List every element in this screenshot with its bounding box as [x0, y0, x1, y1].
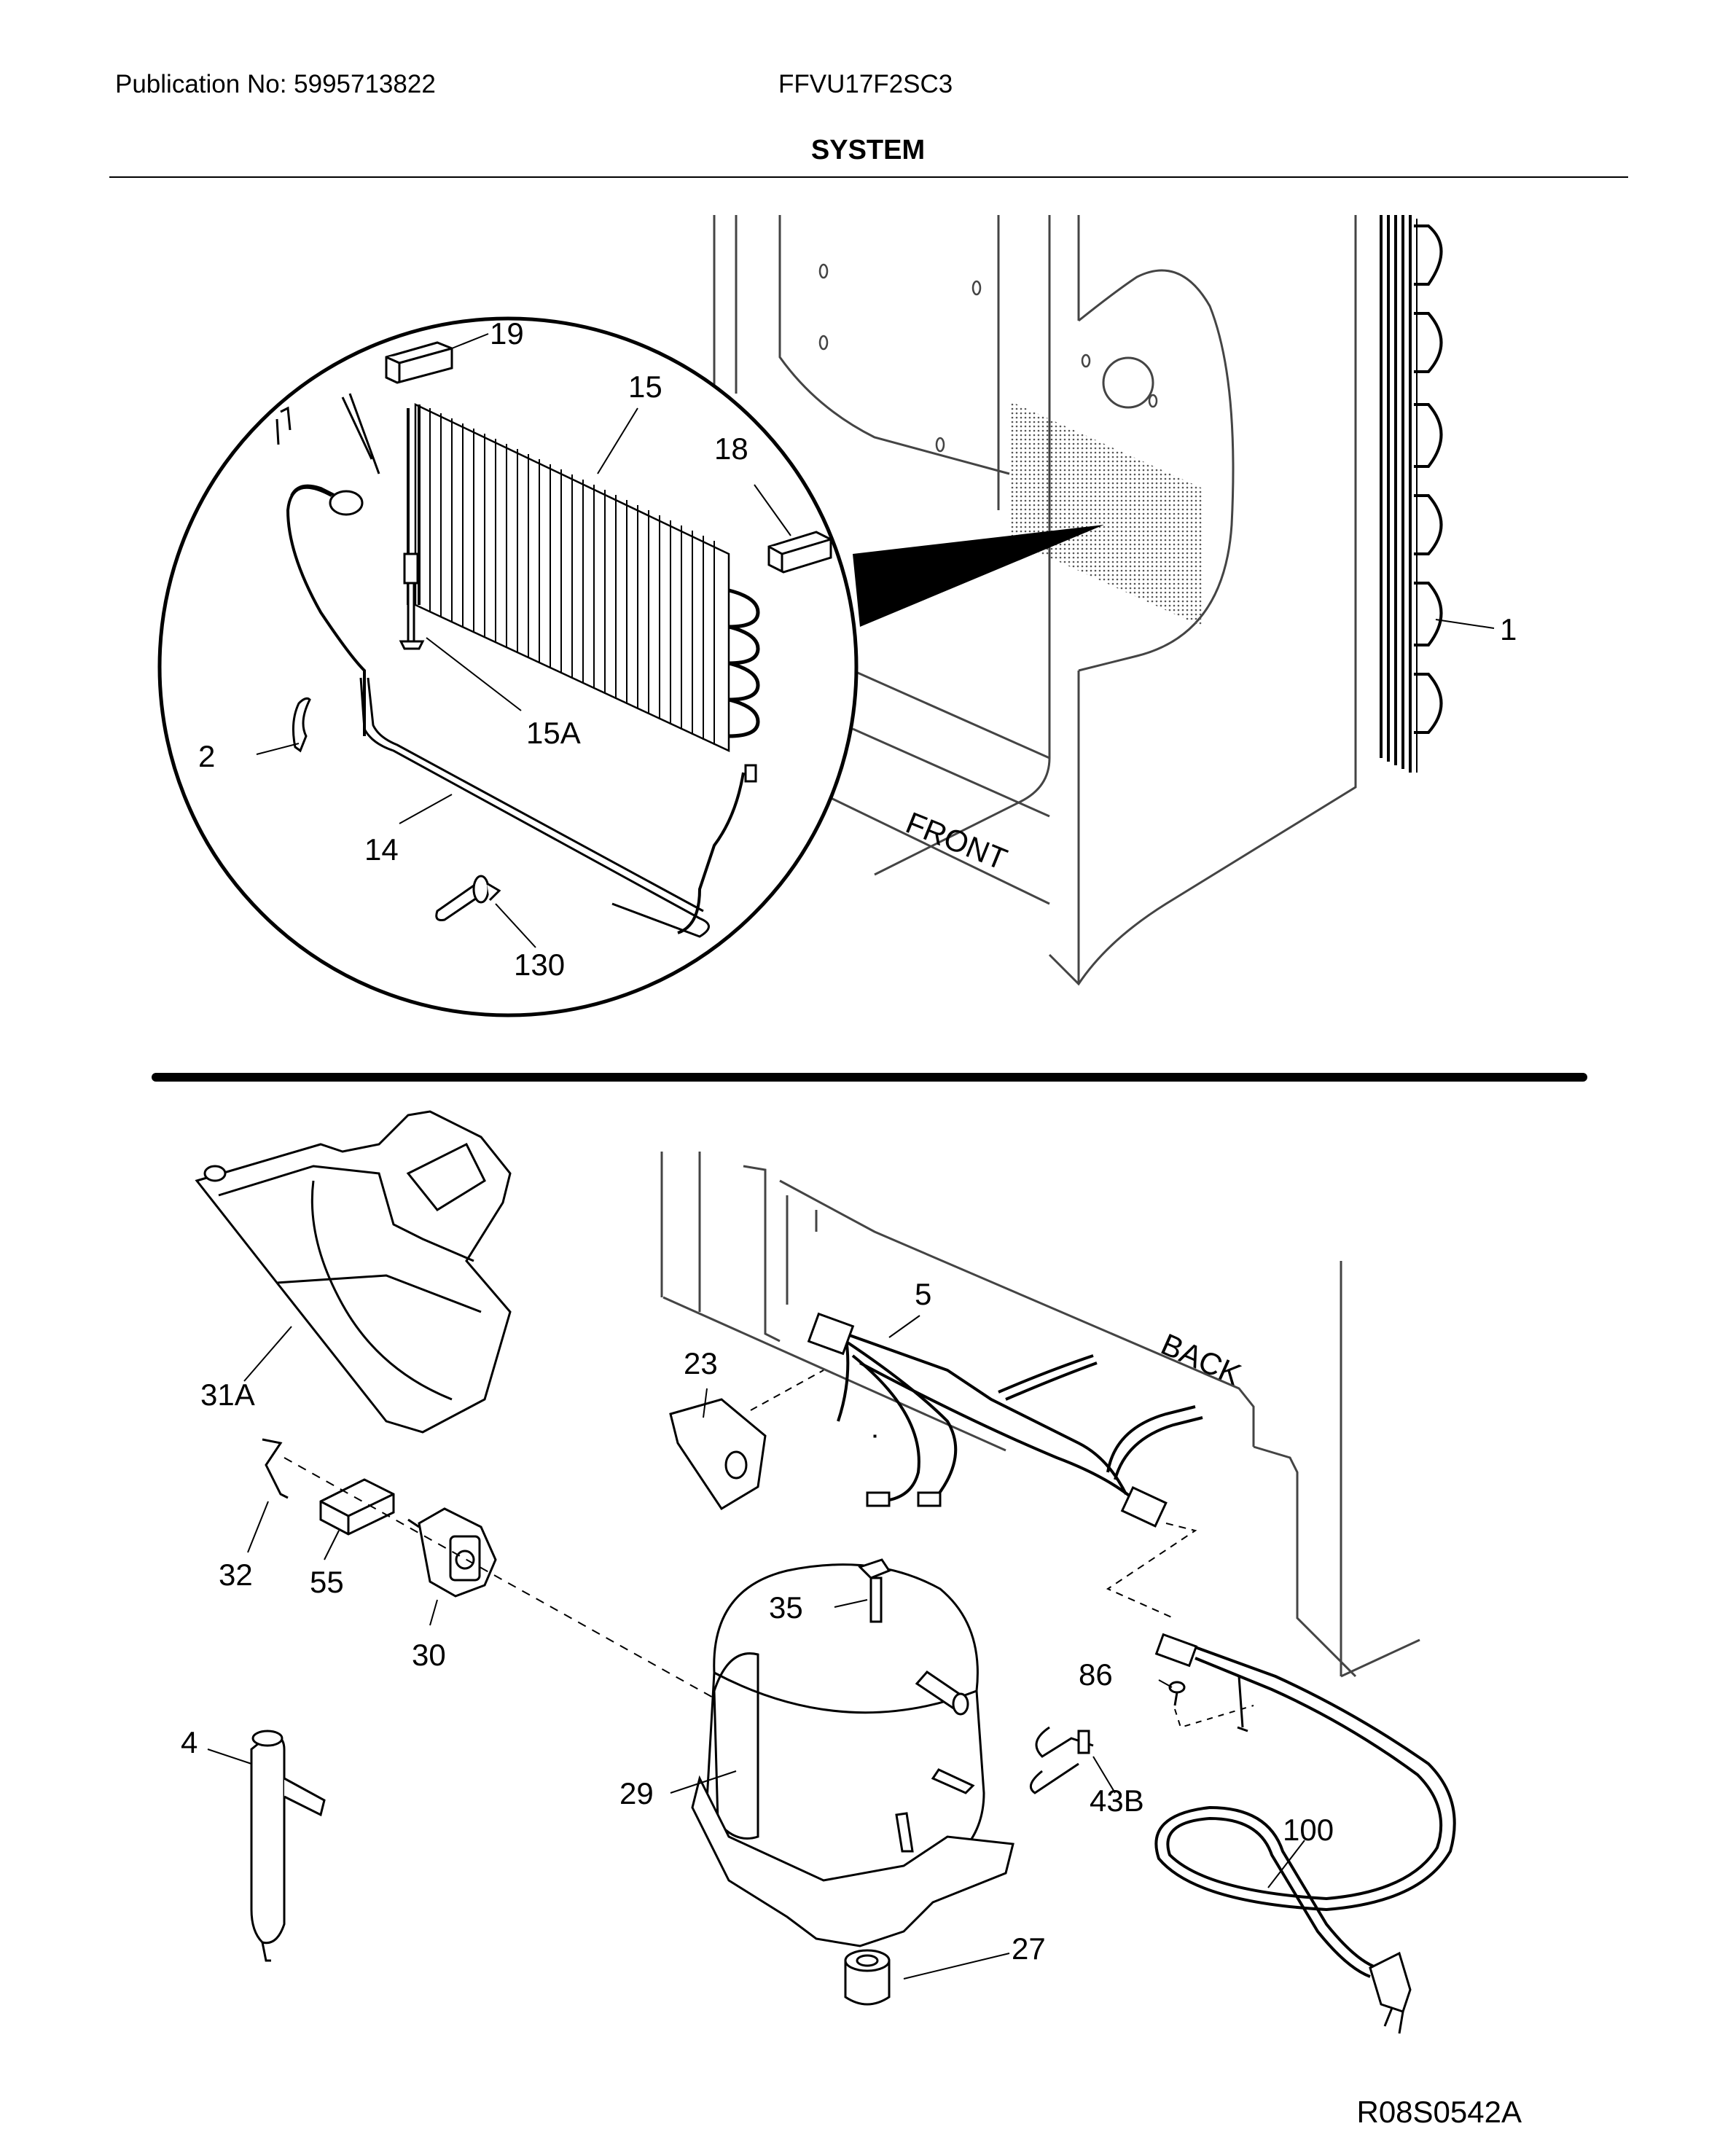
dashed-harness-link [1106, 1523, 1197, 1619]
callout-31a: 31A [200, 1378, 255, 1412]
compressor [691, 1434, 1014, 1947]
callout-55: 55 [310, 1565, 344, 1599]
callout-100: 100 [1283, 1813, 1334, 1847]
callout-4: 4 [181, 1725, 198, 1759]
dashed-leader-23 [750, 1369, 824, 1411]
detail-circle [157, 316, 859, 1017]
callout-1: 1 [1500, 612, 1517, 646]
callout-86: 86 [1079, 1657, 1113, 1692]
section-title: SYSTEM [810, 135, 926, 165]
bolt-35 [858, 1558, 891, 1623]
power-cord [1154, 1646, 1456, 1978]
callout-130: 130 [514, 947, 565, 982]
grommet-27 [844, 1949, 891, 2006]
condenser [1380, 215, 1443, 773]
leaders-bottom [207, 1315, 1305, 1980]
callout-32: 32 [219, 1558, 253, 1592]
clip-32 [262, 1438, 289, 1499]
callout-19: 19 [490, 316, 524, 351]
cord-connector [1154, 1633, 1198, 1668]
drawing-id: R08S0542A [1356, 2095, 1522, 2129]
callout-18: 18 [714, 431, 748, 466]
detail-pointer [853, 525, 1104, 627]
defrost-timer [669, 1398, 767, 1511]
callout-29: 29 [619, 1776, 654, 1810]
screw-86 [1168, 1681, 1186, 1706]
callout-14: 14 [364, 832, 399, 867]
cabinet-outline [713, 215, 1357, 986]
callout-30: 30 [412, 1638, 446, 1672]
clip-2 [292, 697, 311, 753]
header-rule [109, 176, 1628, 178]
callout-5: 5 [915, 1277, 931, 1311]
relay-55 [319, 1478, 395, 1536]
evaporator [407, 403, 760, 752]
defrost-thermostat [399, 552, 757, 783]
callout-15: 15 [628, 370, 662, 404]
front-label: FRONT [902, 805, 1012, 877]
ground-wire [1237, 1676, 1248, 1732]
tube-14 [359, 677, 710, 938]
callout-43b: 43B [1090, 1783, 1144, 1818]
callout-27: 27 [1012, 1931, 1046, 1966]
callout-23: 23 [684, 1346, 718, 1380]
cabinet-holes [818, 263, 1158, 453]
wire-harness [837, 1332, 1203, 1510]
drain-heater-wire [286, 484, 745, 934]
callout-15a: 15A [526, 716, 581, 750]
callout-35: 35 [769, 1590, 803, 1625]
leaders-top [256, 333, 791, 948]
publication-number: Publication No: 5995713822 [115, 70, 436, 98]
section-divider [152, 1073, 1587, 1082]
filter-drier [250, 1730, 326, 1962]
callout-2: 2 [198, 739, 215, 773]
cord-clip-43b [1029, 1726, 1094, 1794]
bulb [275, 393, 380, 516]
model-number: FFVU17F2SC3 [778, 70, 953, 98]
drain-pan [195, 1110, 512, 1434]
foam-block-19 [385, 341, 453, 384]
foam-block-18 [767, 531, 832, 574]
harness-connectors [807, 1312, 1168, 1528]
cord-plug [1369, 1951, 1412, 2034]
dashed-leader-30 [284, 1457, 715, 1699]
leader-1 [1435, 619, 1495, 629]
overload-30 [407, 1507, 497, 1598]
freezer-back-panel [1009, 401, 1203, 627]
plug-130 [435, 875, 501, 921]
